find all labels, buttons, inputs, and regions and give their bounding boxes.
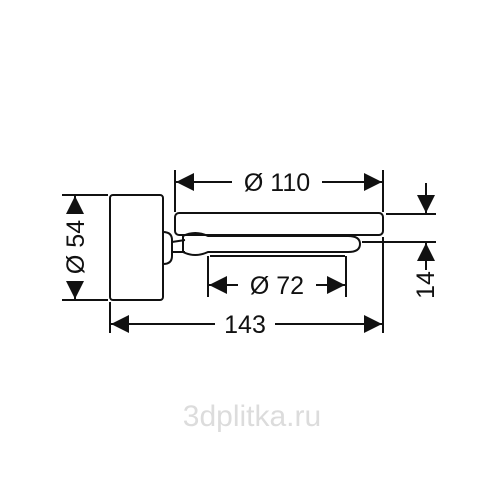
- dim-label-length: 143: [224, 311, 266, 339]
- dim-label-height: 14: [412, 271, 440, 299]
- dimension-lines: [62, 170, 436, 333]
- wall-mount: [109, 194, 164, 301]
- watermark-text: 3dplitka.ru: [183, 400, 321, 433]
- mount-neck: [162, 231, 173, 265]
- dish-tray: [174, 212, 384, 236]
- dim-label-tray-diameter: Ø 110: [244, 169, 310, 197]
- support-arm: [182, 232, 362, 256]
- dim-label-base-diameter: Ø 72: [250, 272, 304, 300]
- dim-label-mount-diameter: Ø 54: [62, 220, 90, 274]
- soap-dish-outline: [109, 194, 384, 301]
